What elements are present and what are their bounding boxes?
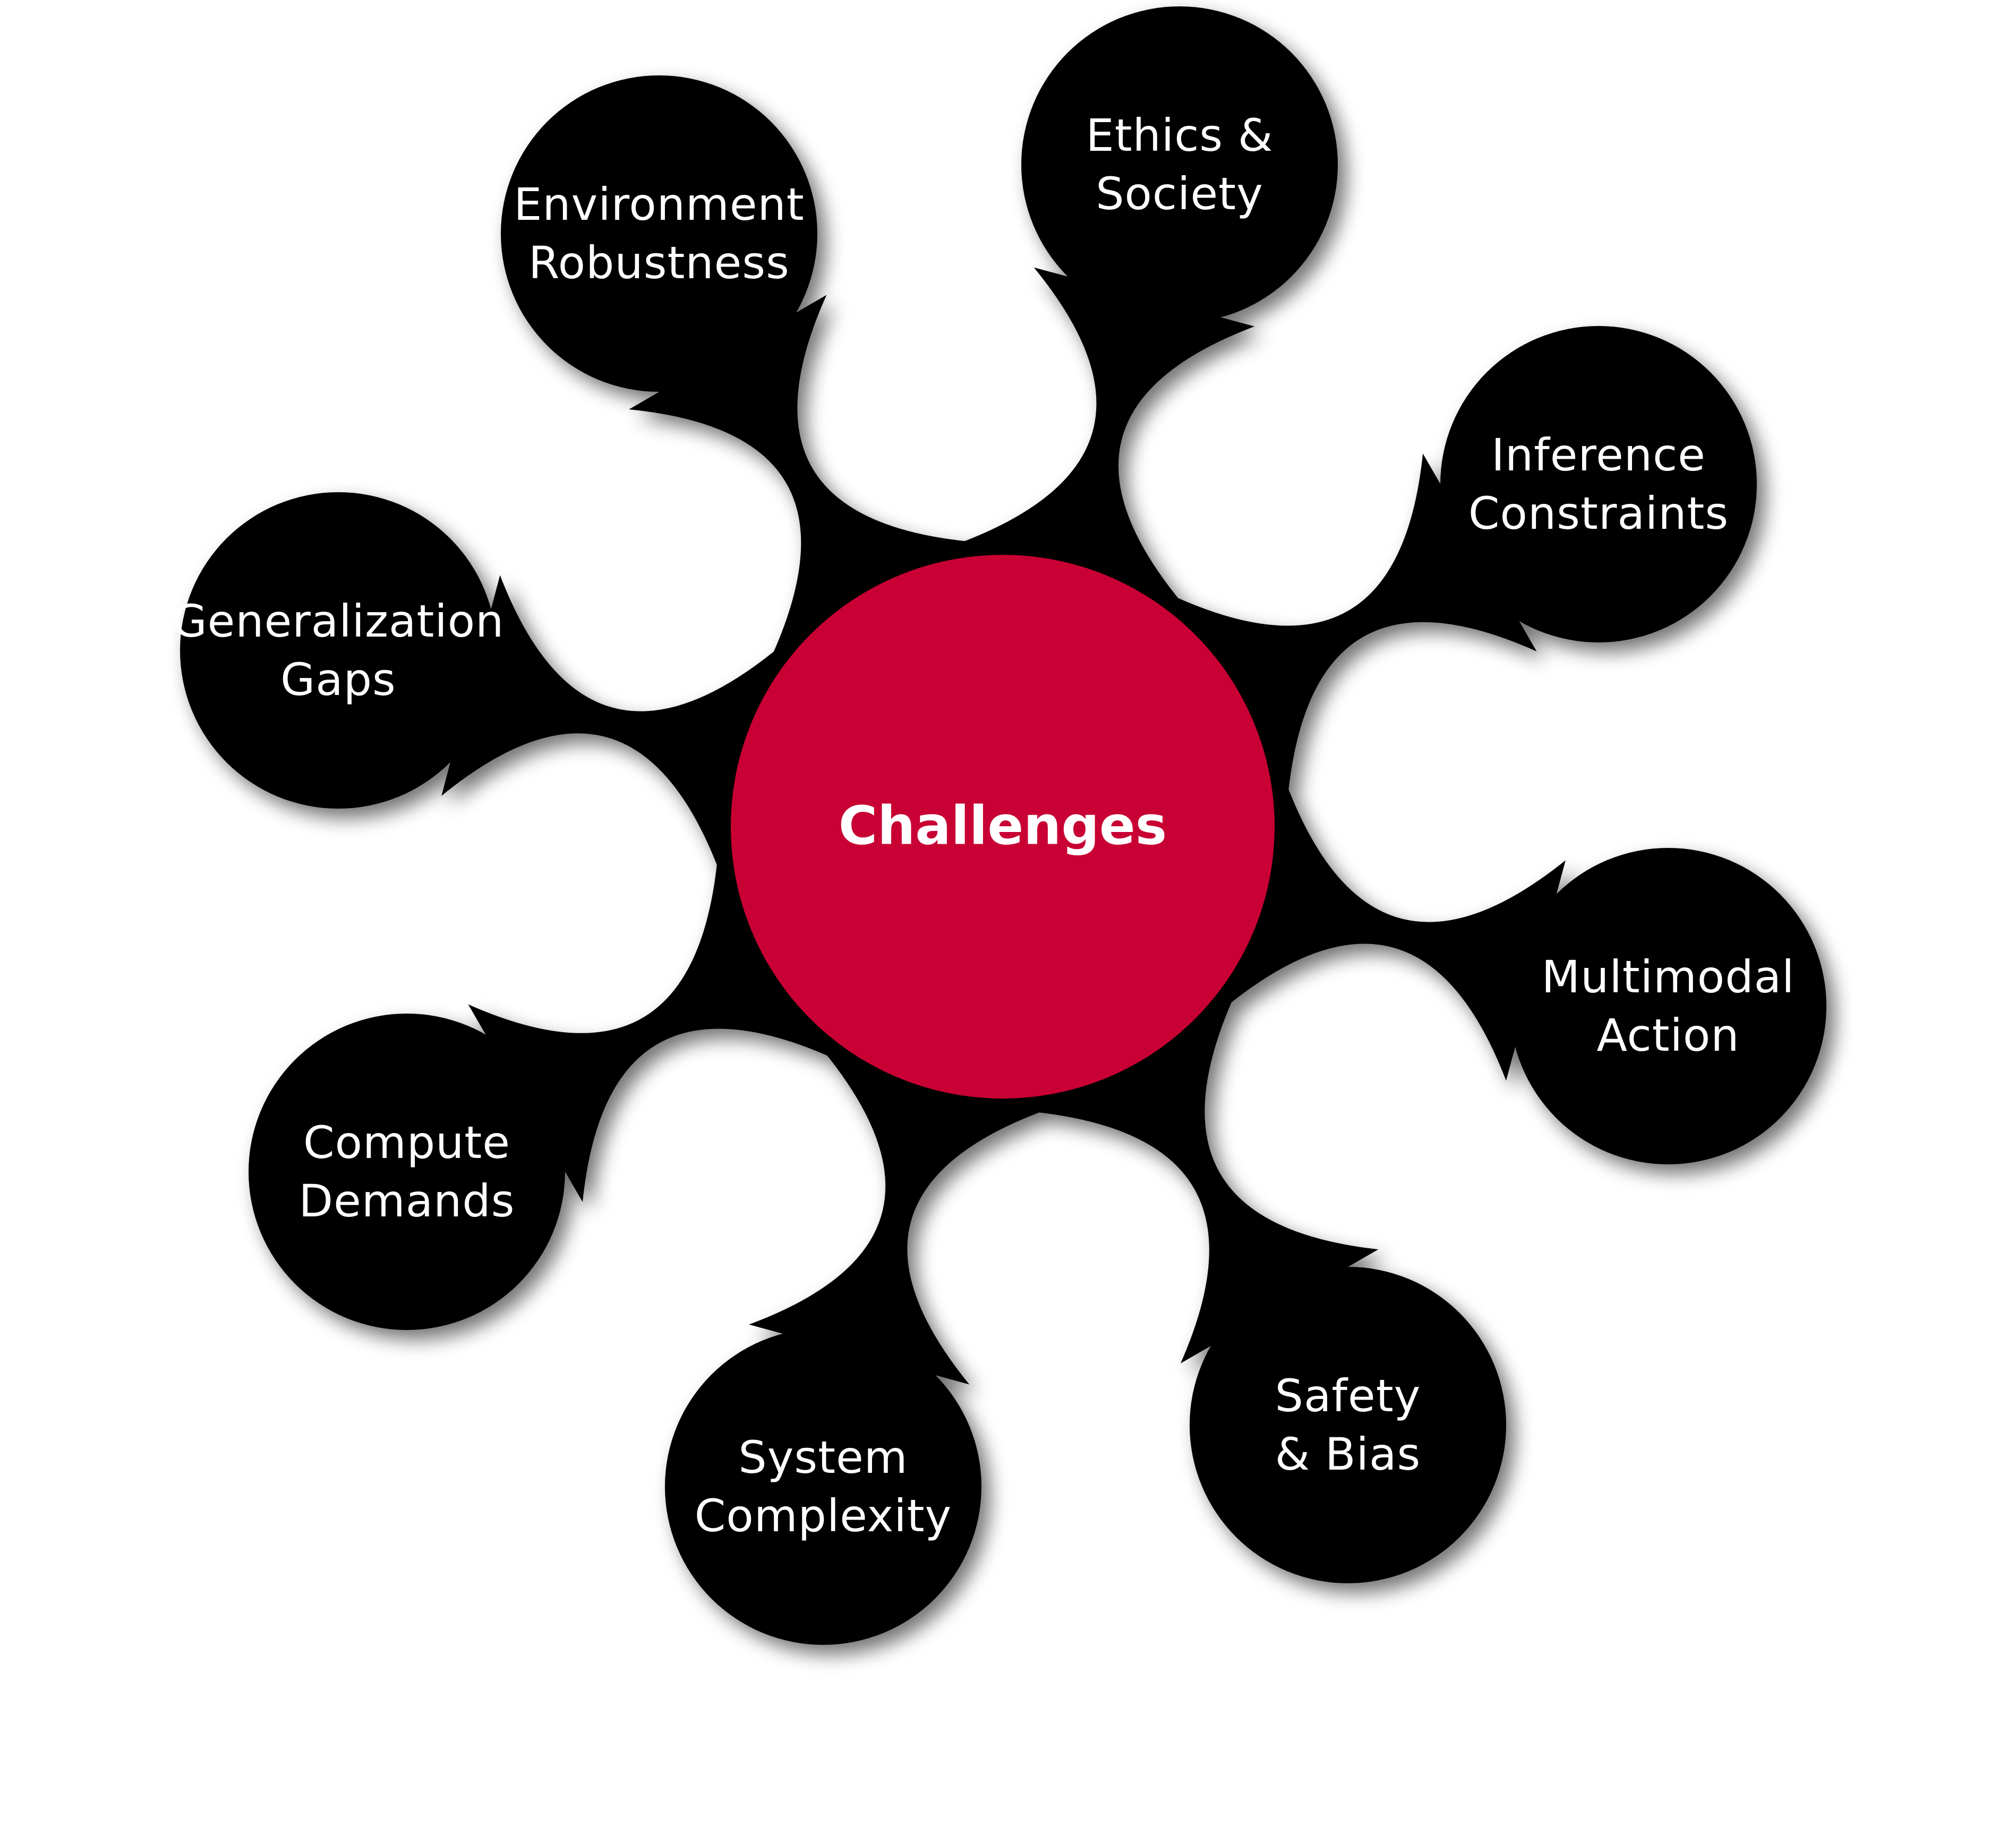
node-label-line: Generalization (173, 595, 505, 647)
node-label-line: Ethics & (1086, 109, 1274, 161)
node-safety-bias: Safety & Bias (1275, 1370, 1421, 1480)
node-label-line: Robustness (528, 237, 790, 289)
connector-ethics-society (939, 267, 1255, 619)
node-circle-generalization-gaps (180, 492, 497, 809)
node-label-line: Action (1596, 1009, 1739, 1061)
node-label-line: Compute (303, 1117, 510, 1169)
node-circle-compute-demands (249, 1014, 565, 1330)
node-label-line: Environment (514, 178, 804, 230)
root-node-circle (731, 555, 1275, 1099)
node-circle-ethics-society (1021, 6, 1338, 323)
node-circle-environment-robustness (501, 75, 817, 392)
connector-multimodal-action (1210, 763, 1566, 1081)
mindmap-shapes (180, 6, 1826, 1645)
child-circles (180, 6, 1826, 1645)
root-node-label: Challenges (839, 795, 1167, 857)
node-ethics-society: Ethics & Society (1086, 109, 1274, 220)
node-label-line: Society (1096, 168, 1263, 220)
node-label-line: Inference (1491, 429, 1706, 481)
node-circle-safety-bias (1190, 1267, 1506, 1583)
node-label-line: Gaps (280, 654, 396, 706)
node-label-line: Safety (1275, 1370, 1421, 1422)
node-label-line: & Bias (1275, 1428, 1421, 1480)
node-label-line: Demands (299, 1175, 515, 1227)
node-label-line: Constraints (1468, 487, 1729, 539)
node-label-line: Complexity (695, 1490, 952, 1542)
node-circle-multimodal-action (1510, 848, 1826, 1164)
node-circle-system-complexity (665, 1328, 981, 1645)
node-circle-inference-constraints (1440, 326, 1757, 642)
connector-system-complexity (749, 1033, 1065, 1385)
connector-generalization-gaps (441, 575, 795, 891)
node-label-line: Multimodal (1542, 951, 1795, 1003)
node-label-line: System (738, 1431, 908, 1483)
